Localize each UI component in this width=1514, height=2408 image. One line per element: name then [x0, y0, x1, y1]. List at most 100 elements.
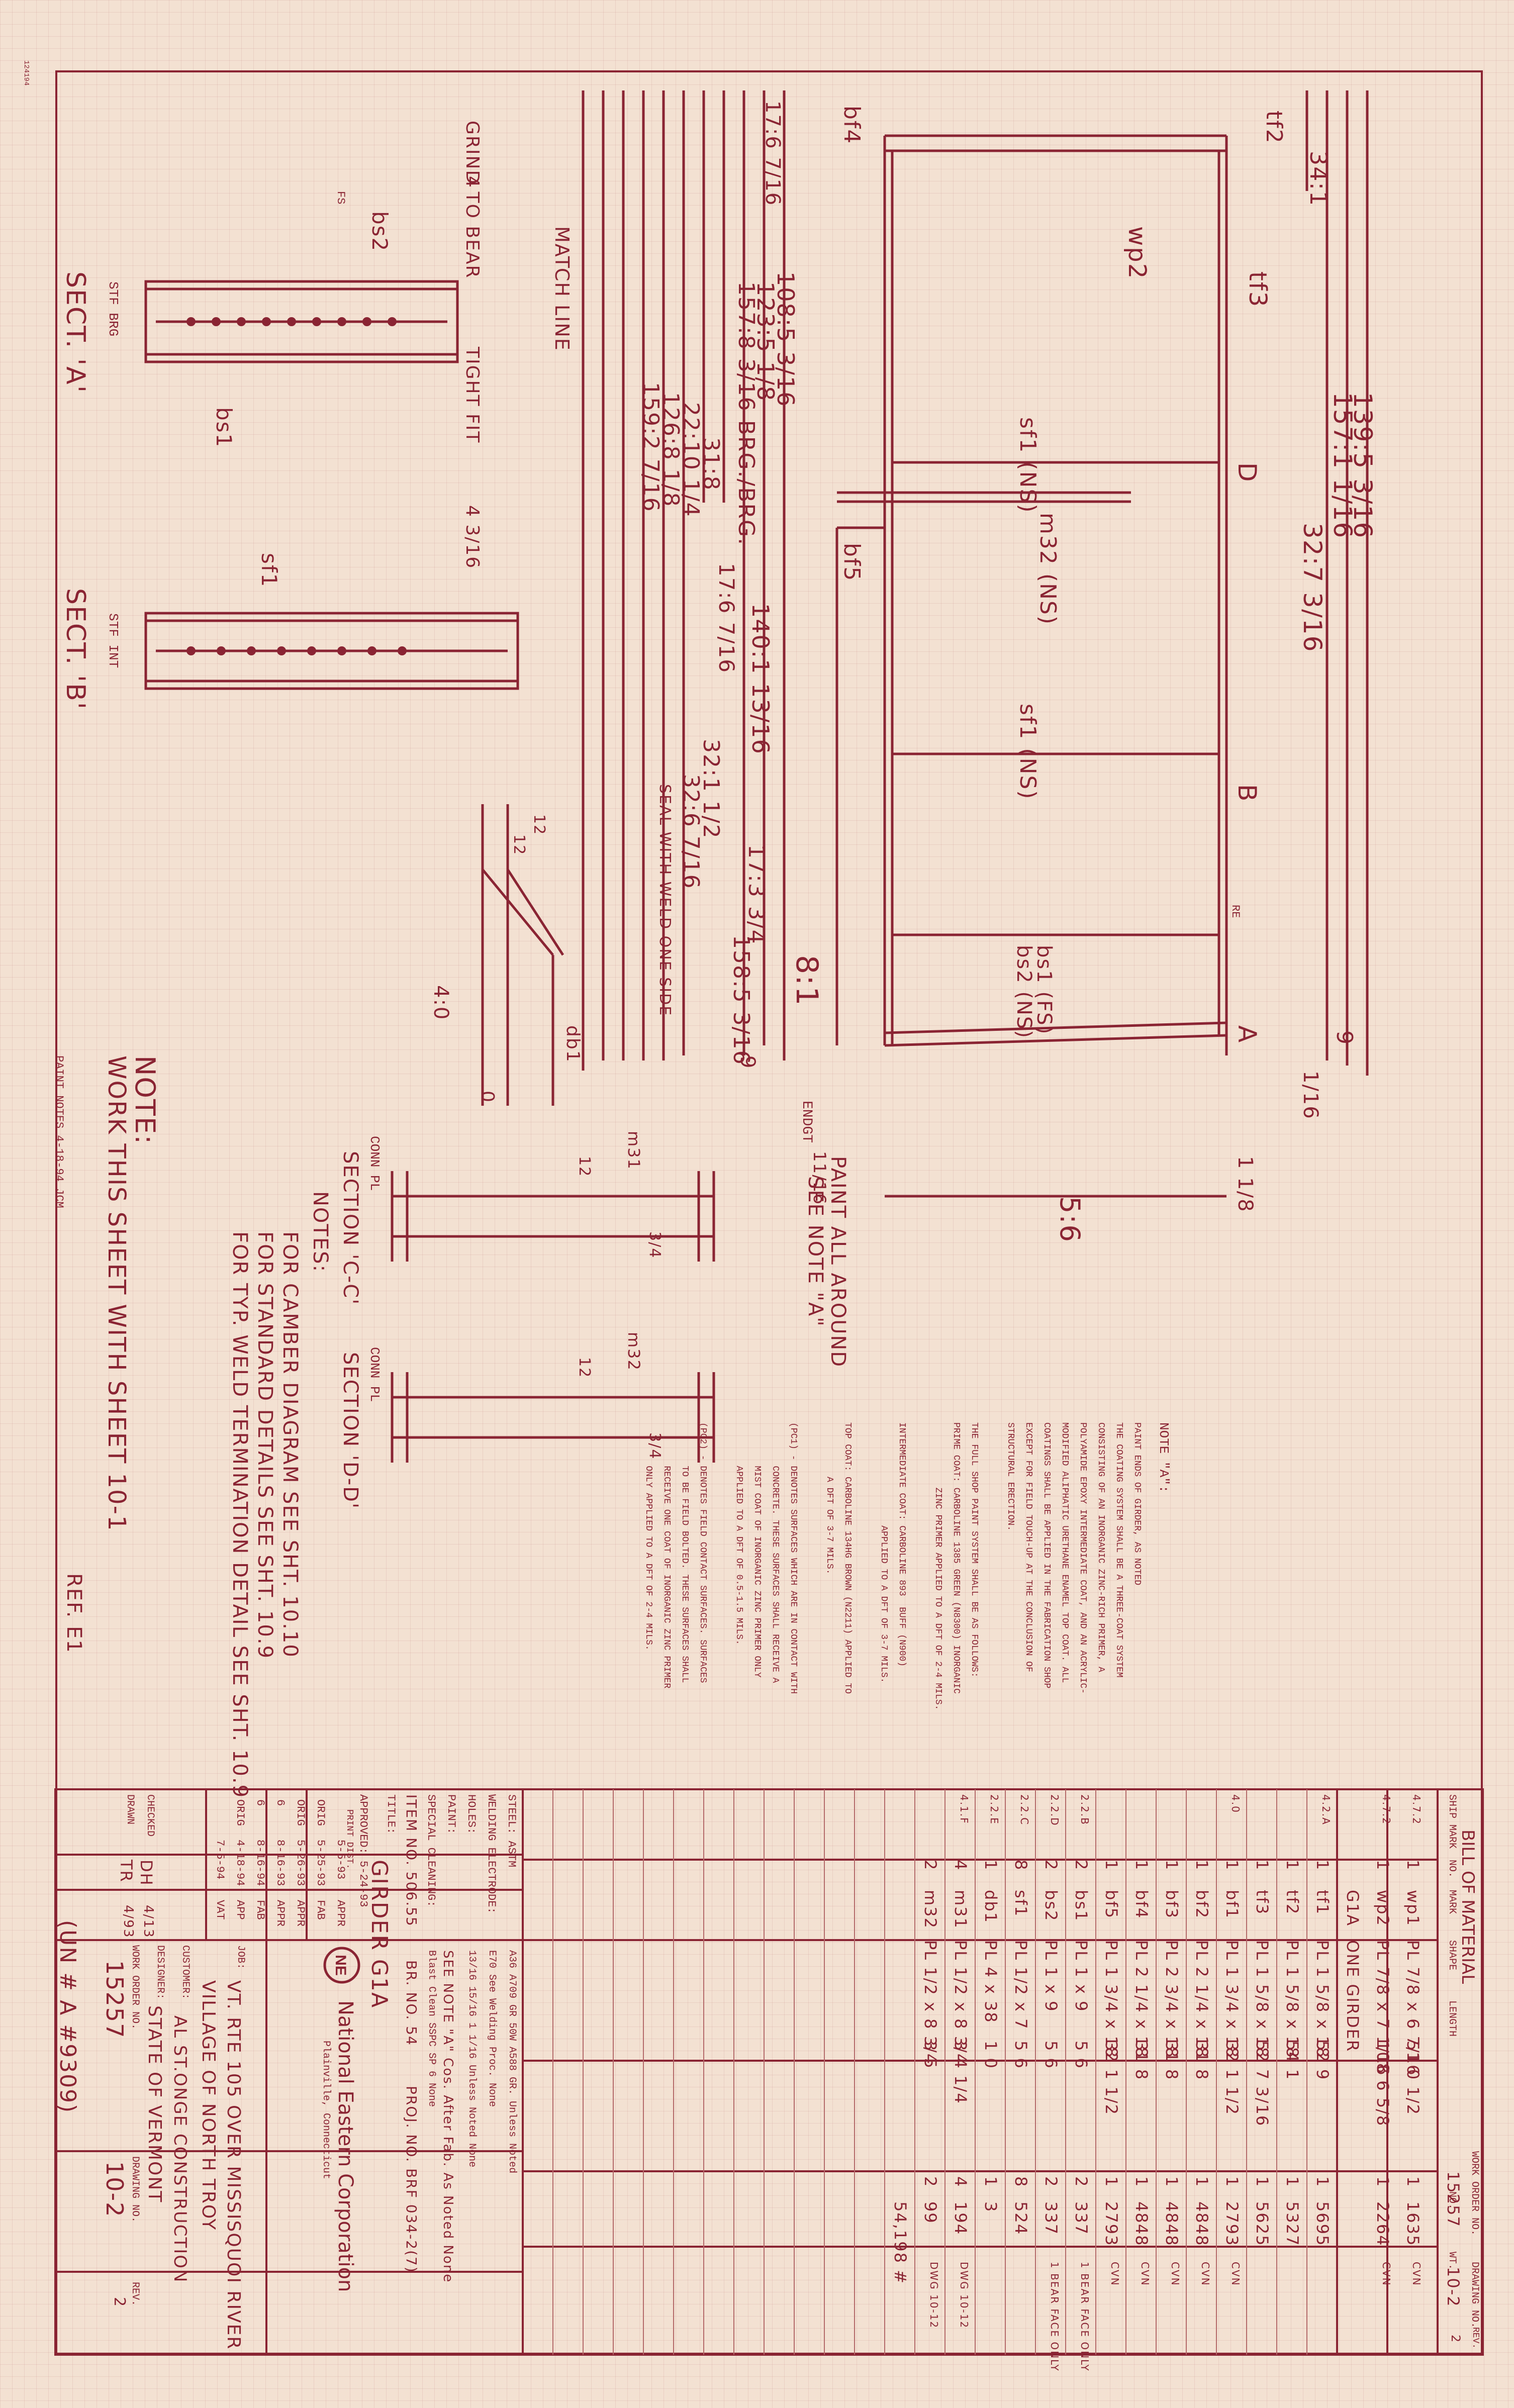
dim-12-c: 12 — [576, 1357, 593, 1379]
bom-cell-wt: 337 — [1072, 2201, 1091, 2236]
bom-cell-shape: PL 4 x 38 — [981, 1940, 1000, 2024]
tb-rev-cell-by: FAB — [314, 1900, 327, 1920]
bom-cell-length: 31 8 — [1132, 2041, 1151, 2081]
bom-cell-mark: db1 — [981, 1890, 1000, 1923]
bom-cell-remarks: DWG 10-12 — [928, 2262, 940, 2329]
bom-cell-length: 3 5 — [921, 2041, 940, 2069]
tb-welding-opts: E70 See Welding Proc. None — [486, 1950, 498, 2107]
label-tf3: tf3 — [1244, 271, 1272, 308]
grind-to-bear: GRIND TO BEAR — [462, 121, 483, 279]
tb-special-label: SPECIAL CLEANING: — [425, 1794, 437, 1907]
tb-customer-label: CUSTOMER: — [179, 1945, 191, 2000]
dim-17-b: 17:6 7/16 — [714, 563, 739, 673]
bom-cell-length: 108 6 5/8 — [1373, 2041, 1392, 2127]
label-m32: m32 (NS) — [1035, 513, 1061, 626]
dim-0: 0 — [477, 1091, 498, 1103]
tb-rev-cell-by: FAB — [254, 1900, 266, 1920]
ref-e1: REF. E1 — [62, 1573, 85, 1654]
bom-cell-ship: 2.2.C — [1018, 1794, 1030, 1826]
bom-cell-no: 2 — [1072, 1860, 1091, 1871]
bom-cell-no: 1 — [1373, 1860, 1392, 1871]
tb-welding-label: WELDING ELECTRODE: — [485, 1794, 498, 1914]
tb-title: GIRDER G1A — [366, 1860, 392, 2009]
bom-dwg: 10-2 — [1444, 2267, 1463, 2307]
bom-header-cell: NO. — [1446, 2191, 1458, 2210]
bom-cell-ship: 4.1.F — [958, 1794, 970, 1824]
bom-cell-mark: bf2 — [1192, 1890, 1211, 1919]
tb-proj-no: PROJ. NO. BRF 034-2(7) — [403, 2086, 420, 2273]
dim-159: 159:2 7/16 — [638, 382, 664, 513]
bom-cell-mark: tf2 — [1283, 1890, 1302, 1915]
tb-dwg-label: DRAWING NO. — [129, 2156, 141, 2223]
tb-drawn: TR — [117, 1860, 136, 1883]
bom-cell-qty: 1 — [1102, 2176, 1121, 2188]
label-bs1: bs1 (FS) — [1032, 945, 1056, 1035]
bom-cell-shape: PL 1 x 9 — [1042, 1940, 1061, 2012]
bom-cell-wt: 54,198 # — [891, 2201, 910, 2284]
tb-designer-label: DESIGNER: — [154, 1945, 166, 2000]
label-sf1-sect: sf1 — [257, 553, 281, 588]
bom-title: BILL OF MATERIAL — [1458, 1829, 1478, 1984]
bom-header-cell: WT. — [1446, 2252, 1458, 2270]
see-note-a: SEE NOTE "A" — [804, 1176, 827, 1327]
bom-cell-qty: 4 — [951, 2176, 970, 2188]
bom-cell-length: 51 0 1/2 — [1403, 2041, 1423, 2115]
tb-rev: 2 — [111, 2297, 128, 2308]
bom-cell-no: 2 — [921, 1860, 940, 1871]
tb-rev-cell-no: ORIG — [314, 1799, 327, 1826]
bom-cell-qty: 1 — [1403, 2176, 1423, 2188]
sect-dd-title: SECTION 'D-D' — [339, 1352, 362, 1509]
sect-b-title: SECT. 'B' — [60, 588, 90, 711]
bom-cell-no: 1 — [981, 1860, 1000, 1871]
bom-cell-no: 1 — [1192, 1860, 1211, 1871]
bom-cell-qty: 1 — [1192, 2176, 1211, 2188]
dim-32-7: 32:7 3/16 — [1298, 523, 1327, 653]
tb-job-label: JOB: — [235, 1945, 246, 1970]
note-a-title: NOTE "A": — [1156, 1422, 1171, 1493]
dim-9: 9 — [1332, 1030, 1357, 1045]
tb-rev-cell-date: 5-25-93 — [314, 1840, 327, 1886]
bom-cell-qty: 2 — [1072, 2176, 1091, 2188]
bom-cell-shape: ONE GIRDER — [1343, 1940, 1362, 2053]
note-weld: FOR TYP. WELD TERMINATION DETAIL SEE SHT… — [228, 1231, 251, 1799]
tb-checked: DH — [137, 1860, 156, 1886]
dim-12-d: 12 — [510, 834, 528, 856]
dim-140: 140:1 13/16 — [747, 603, 774, 755]
bom-cell-no: 1 — [1132, 1860, 1151, 1871]
bom-cell-qty: 1 — [1222, 2176, 1242, 2188]
bom-cell-remarks: CVN — [1229, 2262, 1242, 2286]
tb-drawn-date: 4/93 — [121, 1905, 136, 1939]
tb-rev-cell-date: 7-5-94 — [214, 1840, 226, 1880]
bom-cell-no: 1 — [1162, 1860, 1181, 1871]
seal-with-weld: SEAL WITH WELD ONE SIDE — [656, 784, 674, 1017]
bom-cell-remarks: CVN — [1380, 2262, 1392, 2286]
bom-dwg-label: DRAWING NO. — [1469, 2262, 1480, 2329]
marker-re: RE — [1229, 905, 1242, 918]
paint-notes-stamp: PAINT NOTES 4-18-94 JCM — [53, 1055, 65, 1208]
paint-all-around: PAINT ALL AROUND — [826, 1156, 849, 1368]
dim-34-1: 34:1 — [1305, 151, 1332, 207]
tb-rev-label: REV. — [129, 2282, 141, 2306]
tb-item-no: ITEM NO. 506.55 — [403, 1794, 420, 1927]
label-db1: db1 — [562, 1025, 583, 1063]
dim-5-6: 5:6 — [1054, 1196, 1086, 1243]
bom-cell-ship: 2.2.B — [1079, 1794, 1091, 1825]
bom-cell-remarks: CVN — [1410, 2262, 1423, 2286]
bom-cell-length: 1 0 — [981, 2041, 1000, 2069]
tb-rev-cell-by: APPR — [274, 1900, 287, 1927]
bom-cell-mark: bs2 — [1042, 1890, 1061, 1922]
bom-cell-mark: tf3 — [1253, 1890, 1272, 1915]
bom-cell-remarks: CVN — [1139, 2262, 1151, 2286]
tb-rev-cell-no: ORIG — [234, 1799, 246, 1826]
bom-cell-qty: 1 — [1132, 2176, 1151, 2188]
tb-rev-cell-by: VAT — [214, 1900, 226, 1920]
dim-9b: 9 — [736, 1055, 759, 1070]
tb-designer: STATE OF VERMONT — [144, 2005, 165, 2203]
tb-wo: 15257 — [101, 1960, 128, 2039]
bom-cell-ship: 2.2.D — [1049, 1794, 1061, 1826]
match-line: MATCH LINE — [551, 226, 573, 351]
bom-cell-mark: G1A — [1343, 1890, 1362, 1927]
bom-cell-no: 1 — [1283, 1860, 1302, 1871]
label-stf-brg: STF BRG — [106, 281, 121, 337]
company-logo: NE — [323, 1947, 360, 1984]
